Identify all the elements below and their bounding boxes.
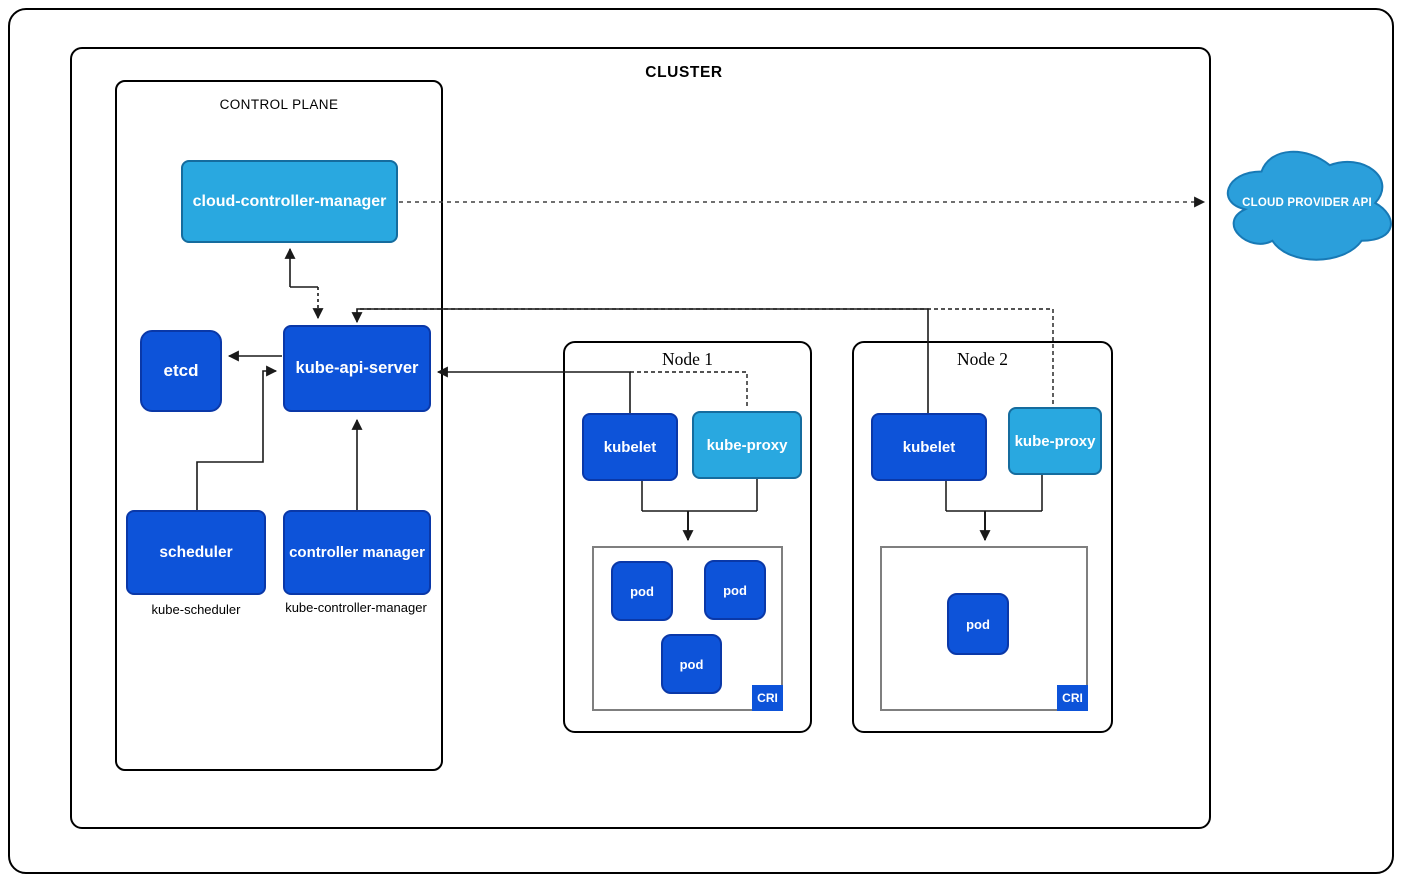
node1-pod-box: pod bbox=[611, 561, 673, 621]
scheduler-box: scheduler bbox=[126, 510, 266, 595]
etcd-box: etcd bbox=[140, 330, 222, 412]
cloud-shape-path bbox=[1226, 150, 1392, 261]
node1-title: Node 1 bbox=[661, 349, 714, 369]
node1-cri-badge: CRI bbox=[752, 685, 783, 711]
controller-manager-box: controller manager bbox=[283, 510, 431, 595]
cloud-provider-api-label: CLOUD PROVIDER API bbox=[1242, 197, 1372, 209]
scheduler-caption: kube-scheduler bbox=[151, 602, 241, 617]
node1-kubelet-box: kubelet bbox=[582, 413, 678, 481]
cloud-provider-api-shape bbox=[1226, 150, 1392, 261]
cluster-box bbox=[70, 47, 1211, 829]
control-plane-box bbox=[115, 80, 443, 771]
cloud-controller-manager-box: cloud-controller-manager bbox=[181, 160, 398, 243]
cluster-title: CLUSTER bbox=[645, 64, 723, 81]
node2-kube-proxy-box: kube-proxy bbox=[1008, 407, 1102, 475]
kube-api-server-box: kube-api-server bbox=[283, 325, 431, 412]
node1-kube-proxy-box: kube-proxy bbox=[692, 411, 802, 479]
controller-manager-caption: kube-controller-manager bbox=[285, 600, 427, 615]
node1-pod-box: pod bbox=[661, 634, 722, 694]
control-plane-title: CONTROL PLANE bbox=[219, 97, 339, 112]
node2-cri-badge: CRI bbox=[1057, 685, 1088, 711]
node2-pod-box: pod bbox=[947, 593, 1009, 655]
node1-pod-box: pod bbox=[704, 560, 766, 620]
node2-kubelet-box: kubelet bbox=[871, 413, 987, 481]
node2-title: Node 2 bbox=[956, 349, 1009, 369]
outer-frame bbox=[8, 8, 1394, 874]
